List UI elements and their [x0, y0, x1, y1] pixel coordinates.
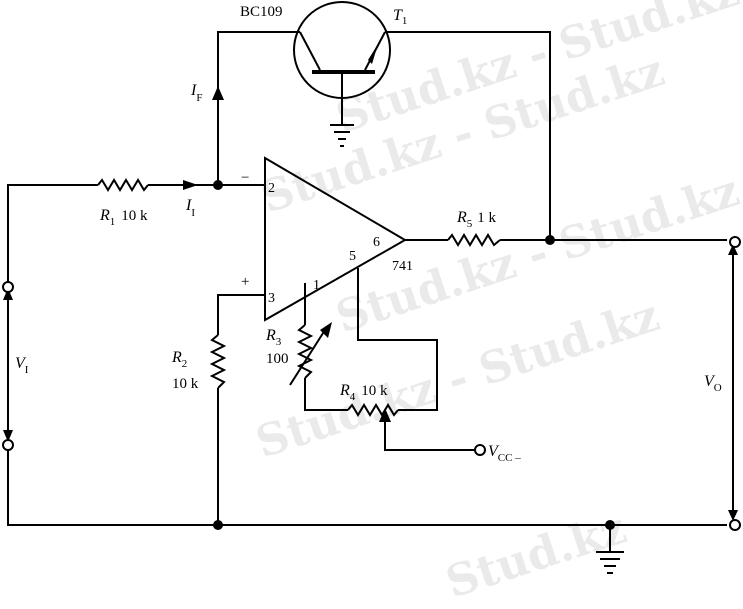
opamp-pin-5: 5: [349, 249, 356, 264]
vo-arrow-down: [728, 510, 738, 521]
terminal: [474, 444, 486, 456]
vo-arrow-up: [728, 244, 738, 255]
opamp-triangle: [264, 156, 407, 322]
opamp-pin-2: 2: [268, 181, 275, 196]
r2-label: R2: [171, 349, 187, 370]
opamp-plus-sign: +: [241, 274, 249, 290]
opamp-model-label: 741: [392, 259, 413, 274]
r3-wiper-arrow: [320, 322, 332, 338]
junction-dot: [213, 520, 223, 530]
opamp-pin-1: 1: [313, 278, 320, 293]
opamp-minus-sign: −: [241, 170, 249, 186]
wires: [7, 1, 734, 574]
r3-label: R3: [265, 327, 282, 348]
terminals: [2, 236, 741, 531]
r5-resistor: [447, 233, 501, 247]
r3-resistor: [296, 324, 314, 379]
opamp-pin-3: 3: [268, 291, 275, 306]
terminal: [2, 439, 14, 451]
transistor-ref-label: T1: [393, 7, 407, 27]
terminal: [729, 236, 741, 248]
vi-arrow-up: [3, 288, 13, 300]
r2-value: 10 k: [172, 376, 199, 392]
ii-arrow: [183, 180, 198, 190]
opamp-pin-6: 6: [373, 235, 380, 250]
markers: [3, 44, 738, 530]
junction-dot: [605, 520, 615, 530]
junction-dot: [213, 180, 223, 190]
junction-dot: [545, 235, 555, 245]
if-label: IF: [190, 82, 202, 104]
r3-value: 100: [266, 351, 289, 367]
vo-label: VO: [704, 373, 722, 394]
r4-wiper-arrow: [379, 408, 391, 422]
if-arrow: [212, 86, 224, 100]
vi-arrow-down: [3, 430, 13, 442]
vcc-label: VCC –: [488, 443, 521, 464]
vi-label: VI: [15, 355, 29, 376]
terminal: [2, 281, 14, 293]
r1-resistor: [97, 178, 149, 192]
transistor-part-label: BC109: [240, 4, 283, 20]
terminal: [729, 519, 741, 531]
r2-resistor: [209, 334, 227, 389]
r4-resistor: [347, 403, 399, 417]
emitter-arrow: [368, 44, 378, 64]
ii-label: II: [185, 197, 195, 219]
